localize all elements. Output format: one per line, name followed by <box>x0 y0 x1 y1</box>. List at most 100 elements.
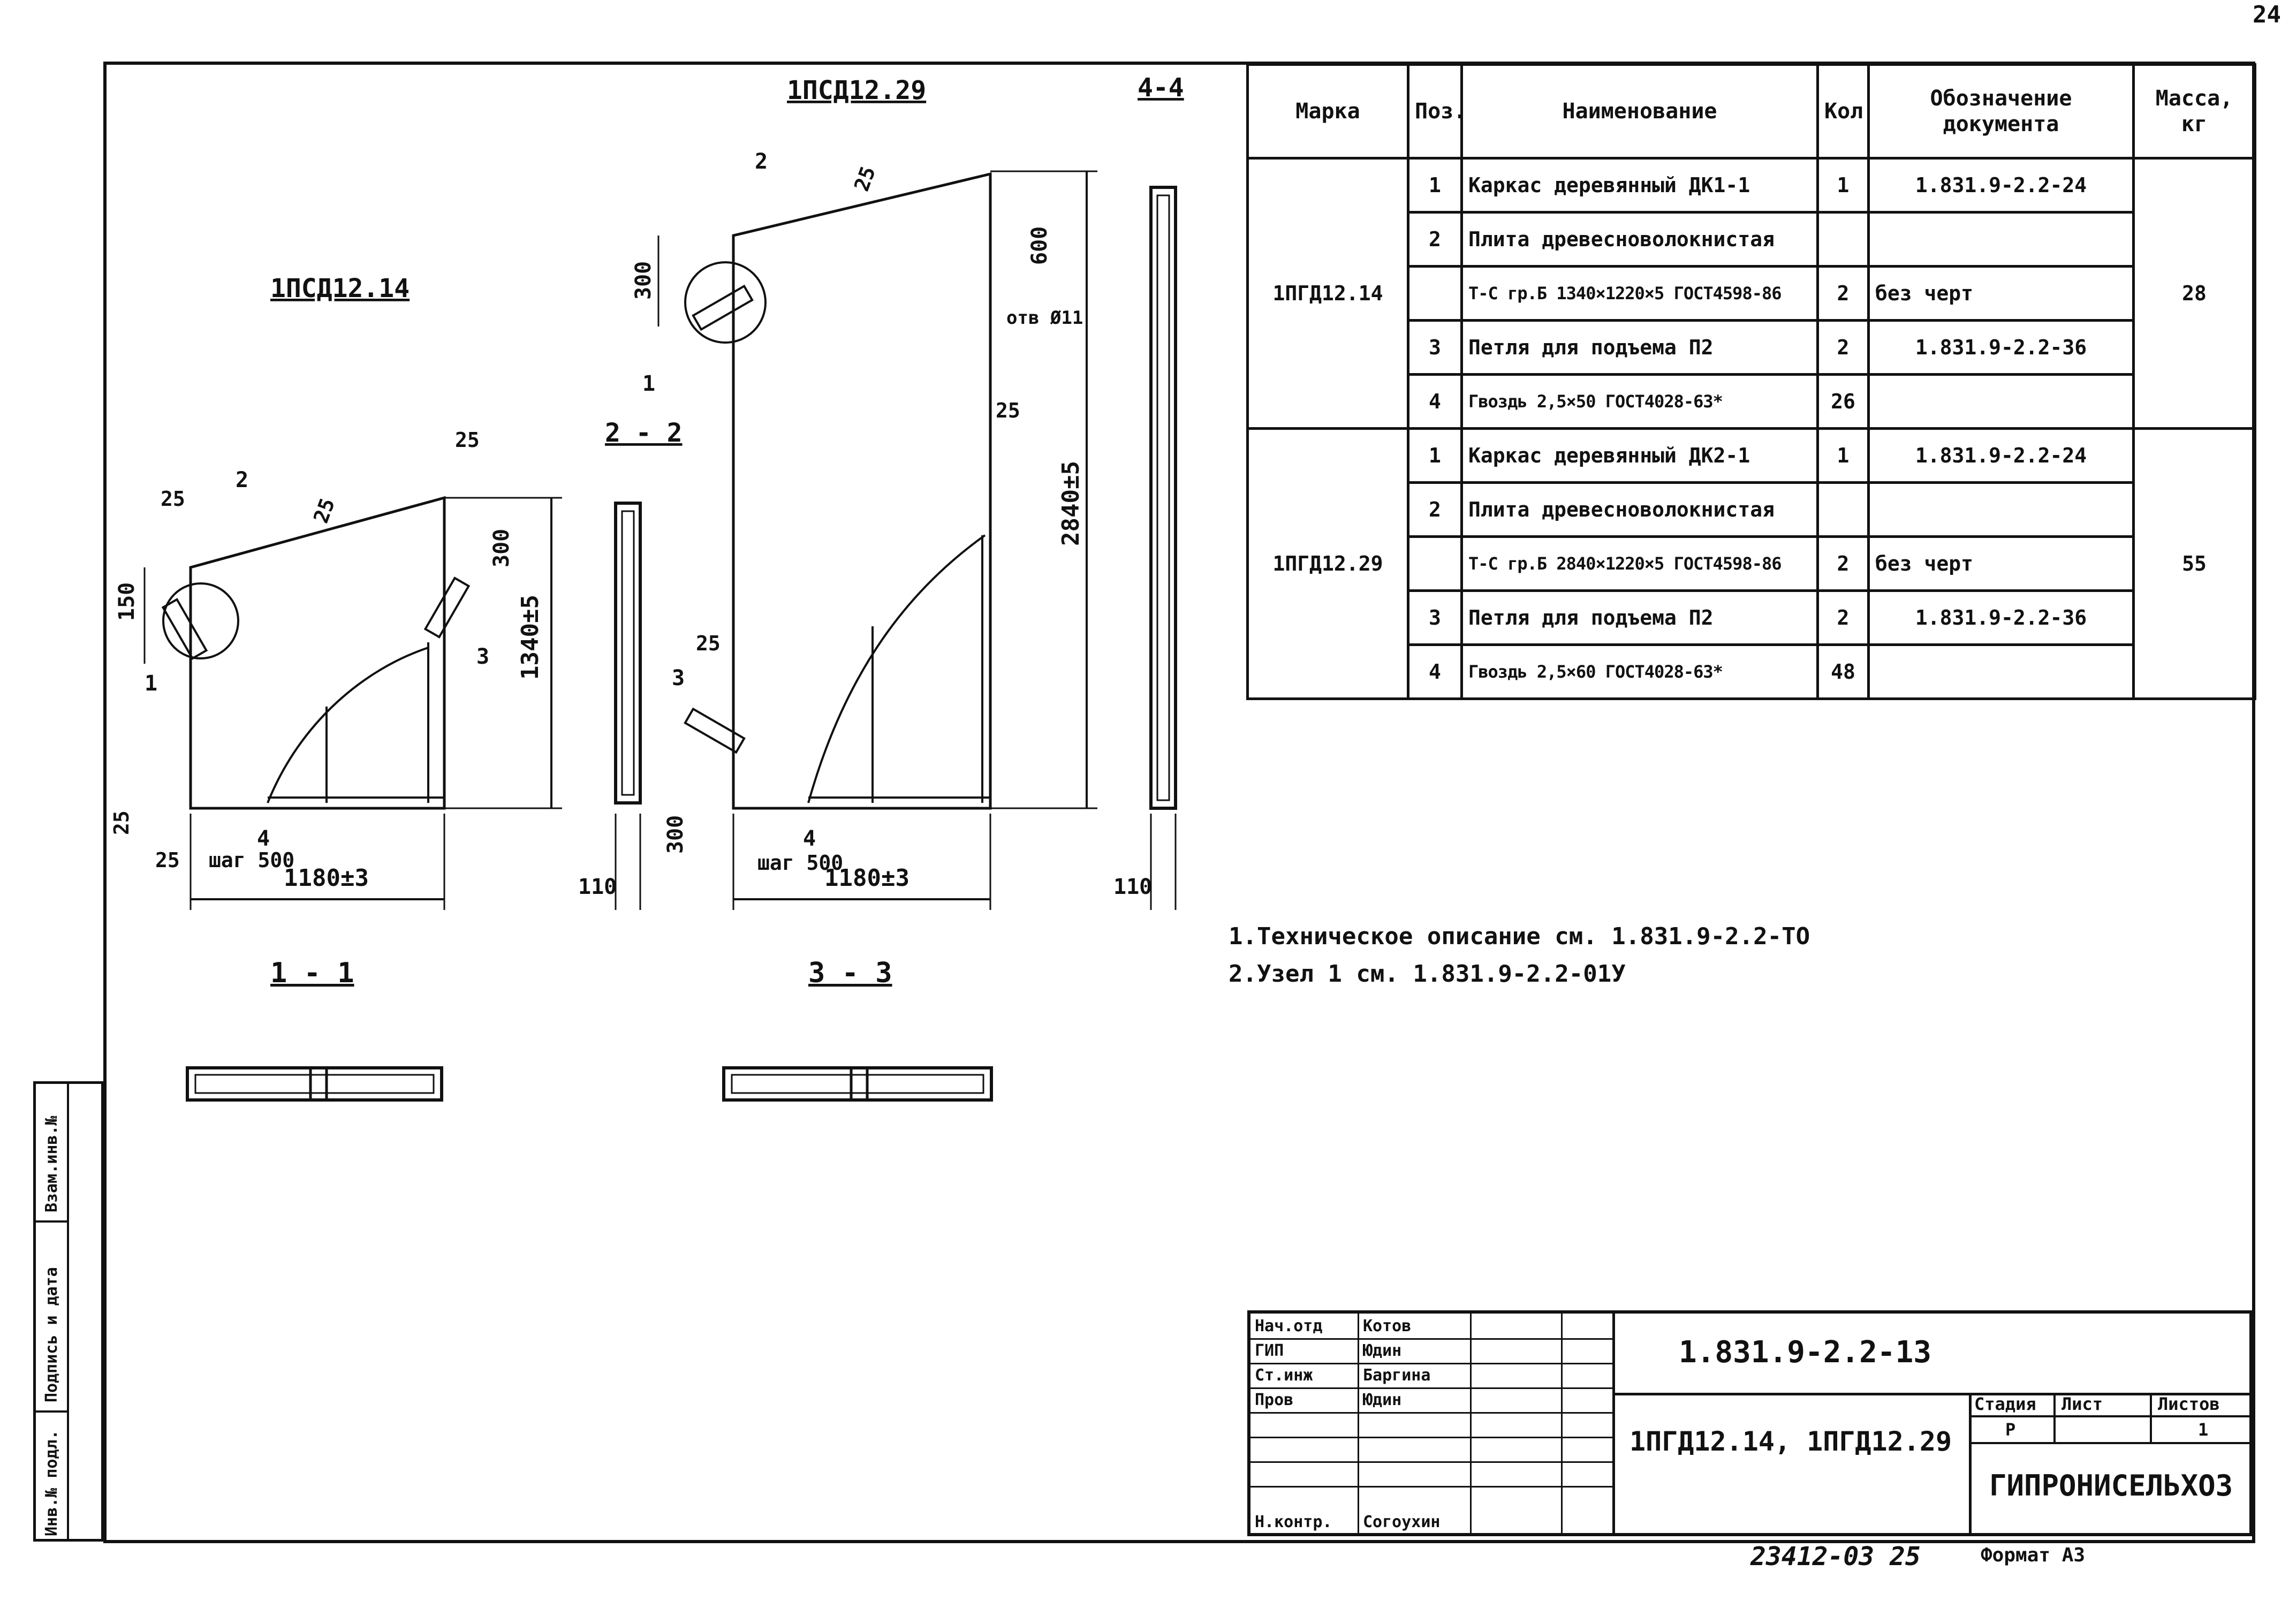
row-pos <box>1407 265 1463 322</box>
node-circle-a <box>162 582 239 659</box>
dim-a-width: 1180±3 <box>284 864 369 892</box>
row-name: Плита древесноволокнистая <box>1460 211 1819 268</box>
section-1-1: 1 - 1 <box>186 957 443 1102</box>
row-doc: 1.831.9-2.2-36 <box>1867 319 2135 376</box>
row-doc: без черт <box>1867 265 2135 322</box>
row-name: Гвоздь 2,5×50 ГОСТ4028-63* <box>1460 373 1819 430</box>
stage-value: Р <box>2005 1420 2016 1440</box>
dim-a-25-slope: 25 <box>309 495 339 526</box>
dim-a-height: 1340±5 <box>517 595 544 680</box>
row-pos: 1 <box>1407 427 1463 484</box>
breakout-a <box>267 647 429 803</box>
thk-a: 110 <box>578 875 617 899</box>
table-row: 3 Петля для подъема П2 2 1.831.9-2.2-36 <box>1248 589 2255 646</box>
dim-b-300-bottom: 300 <box>663 815 688 854</box>
table-row: Т-С гр.Б 1340×1220×5 ГОСТ4598-86 2 без ч… <box>1248 265 2255 322</box>
node-circle-b <box>684 261 767 344</box>
table-row: 1ПГД12.14 1 Каркас деревянный ДК1-1 1 1.… <box>1246 157 2256 430</box>
row-qty: 48 <box>1816 643 1870 700</box>
row-doc <box>1867 373 2135 430</box>
header-mark: Марка <box>1246 63 1409 160</box>
row-name: Каркас деревянный ДК1-1 <box>1460 157 1819 214</box>
row-qty <box>1816 481 1870 538</box>
row-doc: 1.831.9-2.2-36 <box>1867 589 2135 646</box>
group-mass: 55 <box>2132 427 2256 700</box>
view-a: 1ПСД12.14 1180±3 1340±5 300 150 25 25 25… <box>110 274 562 910</box>
dim-a-25-right: 25 <box>455 428 480 452</box>
table-row: 2 Плита древесноволокнистая <box>1248 211 2255 268</box>
page-number: 25 <box>1890 1542 1921 1572</box>
thk-b: 110 <box>1113 875 1152 899</box>
signer-row <box>1250 1461 1612 1488</box>
row-qty: 26 <box>1816 373 1870 430</box>
sidebar-cell: Подпись и дата <box>36 1220 67 1413</box>
row-qty <box>1816 211 1870 268</box>
signer-row: Н.контр.Согоухин <box>1255 1513 1441 1531</box>
pos-a-3: 3 <box>476 644 489 669</box>
row-pos: 4 <box>1407 373 1463 430</box>
row-doc <box>1867 643 2135 700</box>
header-mass: Масса, кг <box>2132 63 2256 160</box>
spec-header-row: Марка Поз. Наименование Кол Обозначение … <box>1246 63 2256 160</box>
row-pos: 1 <box>1407 157 1463 214</box>
table-row: 2 Плита древесноволокнистая <box>1248 481 2255 538</box>
table-row: 1ПГД12.29 1 Каркас деревянный ДК2-1 1 1.… <box>1246 427 2256 700</box>
pos-b-2: 2 <box>755 149 768 174</box>
notes: 1.Техническое описание см. 1.831.9-2.2-Т… <box>1229 918 1810 993</box>
row-name: Гвоздь 2,5×60 ГОСТ4028-63* <box>1460 643 1819 700</box>
table-row: 3 Петля для подъема П2 2 1.831.9-2.2-36 <box>1248 319 2255 376</box>
sheet-number: 24 <box>2253 1 2281 28</box>
dim-b-25-left: 25 <box>696 632 721 655</box>
header-doc: Обозначение документа <box>1867 63 2135 160</box>
dim-a-150: 150 <box>115 582 139 621</box>
row-doc: без черт <box>1867 535 2135 592</box>
pos-b-1: 1 <box>642 371 655 396</box>
view-b-title: 1ПСД12.29 <box>787 75 926 105</box>
lifting-loop-b2 <box>684 707 746 754</box>
inventory-number: 23412-03 <box>1750 1542 1875 1572</box>
breakout-b <box>807 534 986 803</box>
dim-b-width: 1180±3 <box>824 864 909 892</box>
row-pos: 3 <box>1407 319 1463 376</box>
signer-row <box>1250 1437 1612 1463</box>
header-pos: Поз. <box>1407 63 1463 160</box>
pos-a-1: 1 <box>145 671 157 696</box>
drawing-title: 1ПГД12.14, 1ПГД12.29 <box>1629 1426 1952 1457</box>
sidebar-cell: Взам.инв.№ <box>36 1084 67 1223</box>
row-qty: 2 <box>1816 589 1870 646</box>
dim-b-600: 600 <box>1027 226 1052 265</box>
section-4-4-title: 4-4 <box>1138 73 1184 103</box>
group-mass: 28 <box>2132 157 2256 430</box>
view-a-title: 1ПСД12.14 <box>270 274 410 303</box>
row-doc: 1.831.9-2.2-24 <box>1867 427 2135 484</box>
dim-a-300: 300 <box>489 529 514 567</box>
header-name: Наименование <box>1460 63 1819 160</box>
note-1: 1.Техническое описание см. 1.831.9-2.2-Т… <box>1229 923 1810 950</box>
note-2: 2.Узел 1 см. 1.831.9-2.2-01У <box>1229 960 1626 988</box>
row-doc <box>1867 211 2135 268</box>
dim-b-300: 300 <box>631 261 656 300</box>
header-qty: Кол <box>1816 63 1870 160</box>
group-mark: 1ПГД12.14 <box>1246 157 1409 430</box>
dim-b-25-right: 25 <box>996 399 1020 422</box>
sheet-frame <box>103 62 2255 1543</box>
lifting-loop-a2 <box>423 576 471 639</box>
row-name: Петля для подъема П2 <box>1460 589 1819 646</box>
dim-a-25-bottom: 25 <box>110 810 133 835</box>
document-code: 1.831.9-2.2-13 <box>1679 1335 1932 1370</box>
group-mark: 1ПГД12.29 <box>1246 427 1409 700</box>
row-doc: 1.831.9-2.2-24 <box>1867 157 2135 214</box>
table-row: Т-С гр.Б 2840×1220×5 ГОСТ4598-86 2 без ч… <box>1248 535 2255 592</box>
dim-b-step: шаг 500 <box>757 851 843 875</box>
row-name: Плита древесноволокнистая <box>1460 481 1819 538</box>
row-doc <box>1867 481 2135 538</box>
left-sidebar: Взам.инв.№ Подпись и дата Инв.№ подл. <box>33 1081 104 1542</box>
stage-header: Стадия <box>1974 1394 2036 1414</box>
specification-table: Марка Поз. Наименование Кол Обозначение … <box>1246 63 2256 700</box>
sidebar-cell: Инв.№ подл. <box>42 1430 61 1536</box>
row-qty: 1 <box>1816 157 1870 214</box>
